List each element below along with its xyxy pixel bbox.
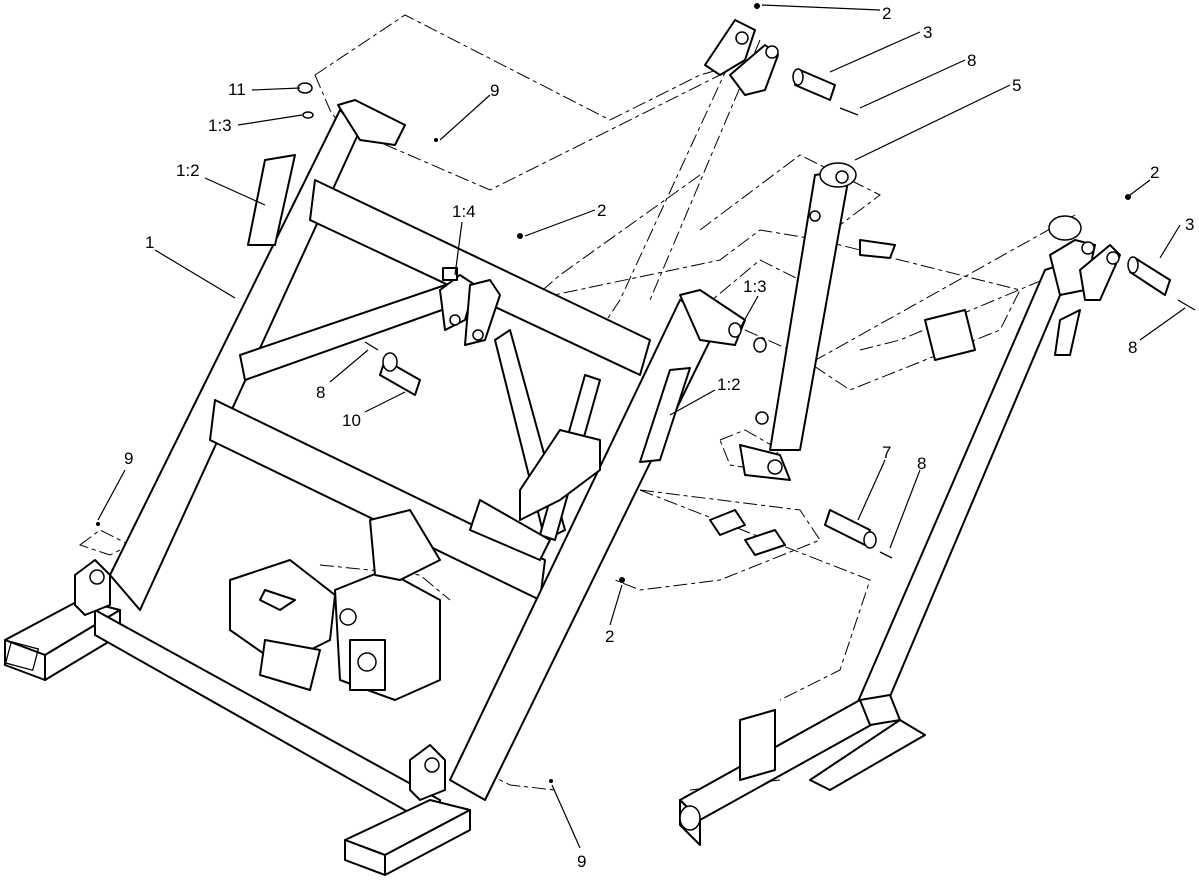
- callout-10: 10: [342, 411, 361, 430]
- callout-5: 5: [1012, 76, 1021, 95]
- callout-labels: 2 3 8 5 11 9 1:3 1:2 1 1:4 2 1:3 1:2 8 1…: [124, 4, 1194, 871]
- callout-1: 1: [145, 233, 154, 252]
- callout-8-right: 8: [1128, 338, 1137, 357]
- callout-2-mid: 2: [597, 201, 606, 220]
- callout-8-top: 8: [967, 51, 976, 70]
- pivot-brackets: [704, 19, 1121, 556]
- right-frame: [679, 239, 1081, 846]
- callout-1-3-left: 1:3: [208, 116, 232, 135]
- lift-cylinder: [739, 162, 857, 481]
- hardware: [96, 3, 1196, 783]
- callout-9-left: 9: [124, 449, 133, 468]
- callout-7: 7: [882, 443, 891, 462]
- callout-1-4: 1:4: [452, 202, 476, 221]
- callout-2-right: 2: [1150, 163, 1159, 182]
- callout-8-left: 8: [316, 383, 325, 402]
- callout-1-3-mid: 1:3: [743, 277, 767, 296]
- callout-9-bottom: 9: [577, 852, 586, 871]
- callout-3-right: 3: [1185, 215, 1194, 234]
- callout-1-2-mid: 1:2: [717, 375, 741, 394]
- callout-9-top: 9: [490, 81, 499, 100]
- callout-3-top: 3: [923, 23, 932, 42]
- leader-lines: [97, 4, 1186, 849]
- callout-1-2-left: 1:2: [176, 161, 200, 180]
- callout-11: 11: [228, 80, 246, 99]
- callout-8-mid: 8: [917, 454, 926, 473]
- callout-2-top: 2: [882, 4, 891, 23]
- center-mechanism: [229, 429, 601, 701]
- callout-2-bottom: 2: [605, 627, 614, 646]
